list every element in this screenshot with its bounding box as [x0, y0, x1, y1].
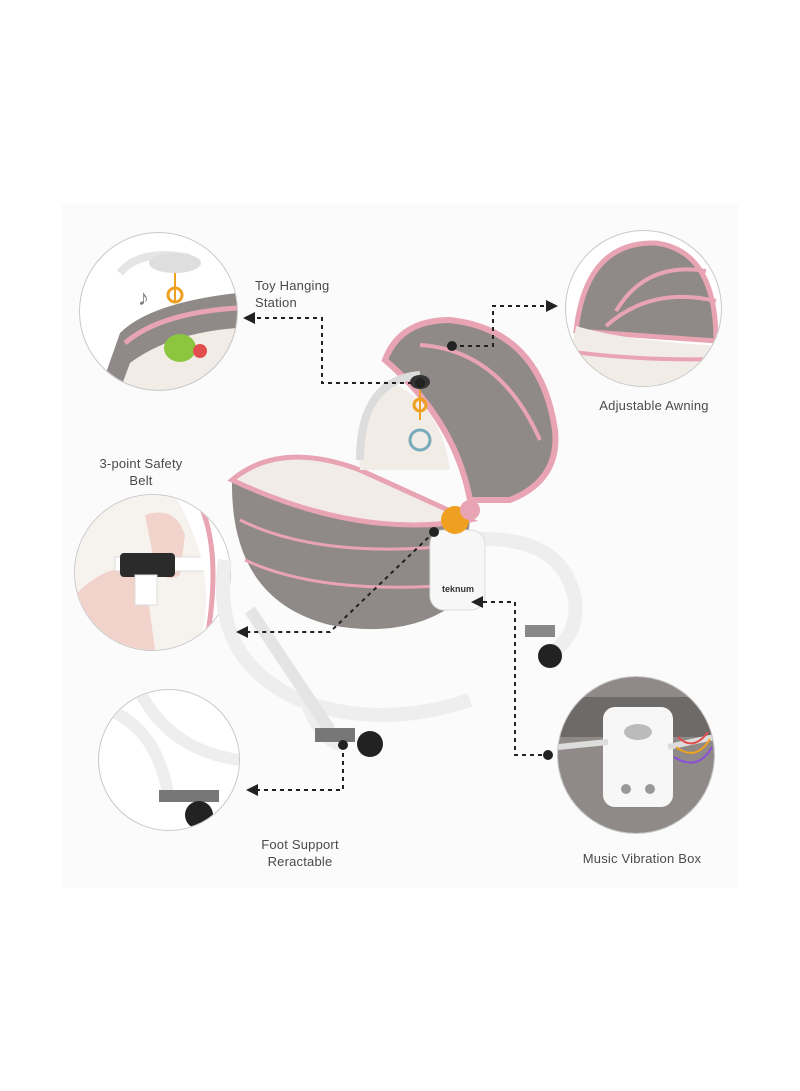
- wheel-icon: [185, 801, 213, 829]
- brand-label: teknum: [442, 584, 474, 594]
- safety-belt-label: 3-point Safety Belt: [86, 455, 196, 489]
- safety-belt-label-line1: 3-point Safety: [99, 456, 183, 471]
- toy-hanging-label-line2: Station: [255, 295, 297, 310]
- toy-hanging-detail-circle: ♪: [79, 232, 238, 391]
- foot-support-label-line1: Foot Support: [261, 837, 339, 852]
- safety-belt-detail-circle: [74, 494, 231, 651]
- toy-hanging-label-line1: Toy Hanging: [255, 278, 330, 293]
- awning-label-line1: Adjustable Awning: [599, 398, 709, 413]
- music-box-label: Music Vibration Box: [567, 850, 717, 867]
- awning-label: Adjustable Awning: [584, 397, 724, 414]
- foot-support-label-line2: Reractable: [267, 854, 333, 869]
- foot-support-label: Foot Support Reractable: [245, 836, 355, 870]
- toy-hanging-label: Toy Hanging Station: [255, 277, 347, 311]
- foot-support-detail-circle: [98, 689, 240, 831]
- music-box-detail-circle: [557, 676, 715, 834]
- toy-rattle-icon: [408, 428, 432, 452]
- awning-detail-circle: [565, 230, 722, 387]
- safety-belt-label-line2: Belt: [129, 473, 153, 488]
- music-box-label-line1: Music Vibration Box: [582, 851, 702, 866]
